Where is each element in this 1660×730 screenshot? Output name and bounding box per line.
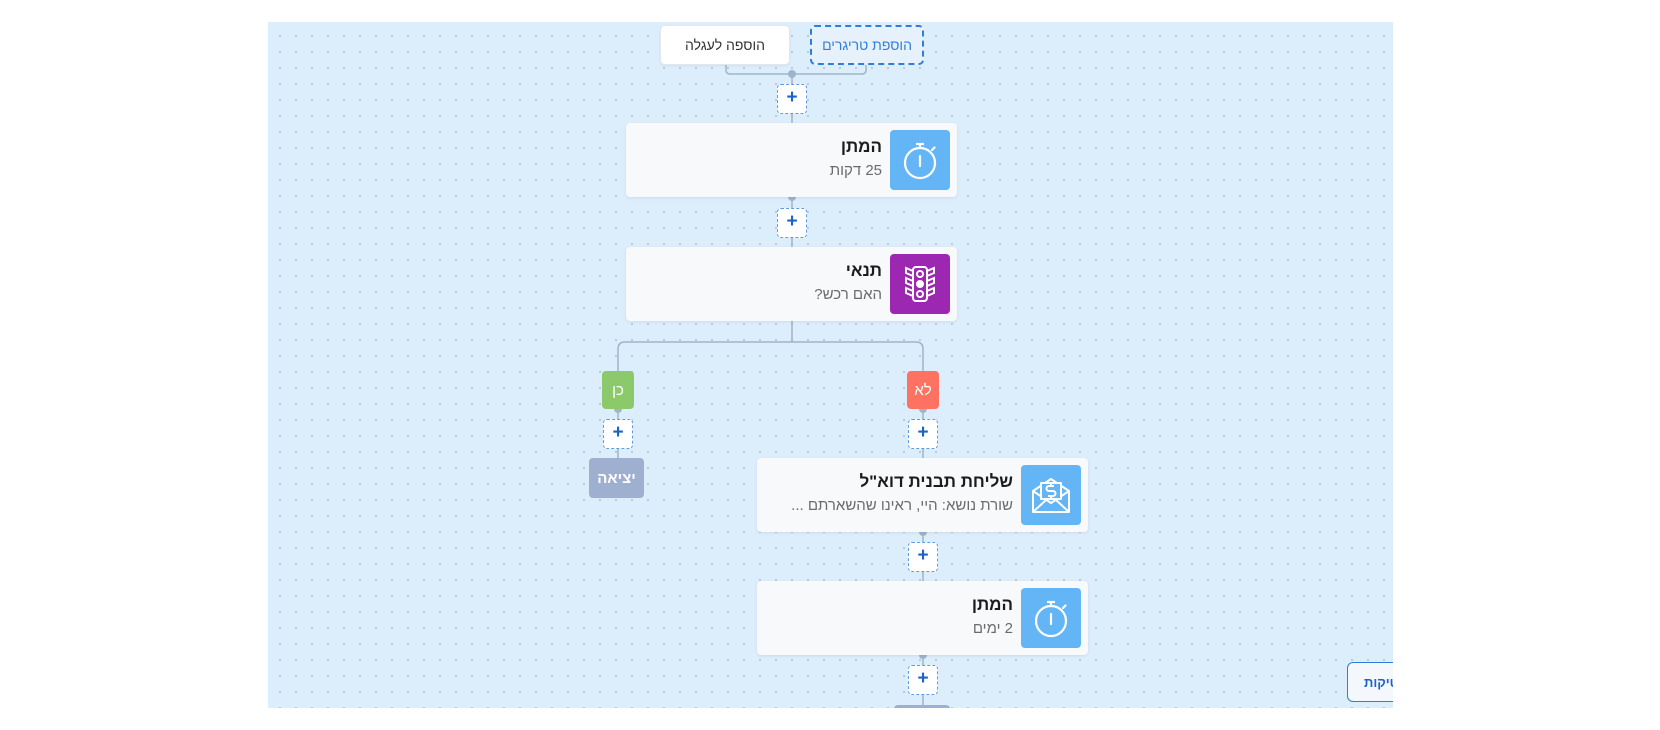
node-title: המתן — [840, 137, 882, 156]
exit-node[interactable]: יציאה — [589, 458, 644, 498]
branch-label-yes: כן — [602, 371, 634, 409]
send-email-template-node[interactable]: שליחת תבנית דוא"ל שורת נושא: היי, ראינו … — [757, 458, 1088, 532]
add-step-button[interactable]: + — [908, 542, 938, 572]
branch-label-no: לא — [907, 371, 939, 409]
email-money-icon — [1021, 465, 1081, 525]
automation-canvas[interactable]: הוספה לעגלה הוספת טריגרים + + + + + + המ… — [268, 22, 1393, 708]
condition-node[interactable]: תנאי האם רכש? — [626, 247, 957, 321]
wait-node[interactable]: המתן 2 ימים — [757, 581, 1088, 655]
node-title: תנאי — [845, 261, 882, 280]
wait-node[interactable]: המתן 25 דקות — [626, 123, 957, 197]
statistics-button-label: טיקות — [1364, 674, 1393, 690]
trigger-add-to-cart[interactable]: הוספה לעגלה — [660, 25, 790, 65]
node-title: המתן — [971, 595, 1013, 614]
node-subtitle: שורת נושא: היי, ראינו שהשארתם ... — [791, 497, 1013, 514]
node-title: שליחת תבנית דוא"ל — [859, 472, 1013, 491]
add-step-button[interactable]: + — [908, 665, 938, 695]
add-step-button[interactable]: + — [777, 84, 807, 114]
statistics-button[interactable]: טיקות — [1347, 662, 1393, 702]
trigger-add-to-cart-label: הוספה לעגלה — [685, 37, 765, 53]
node-subtitle: 25 דקות — [829, 162, 882, 179]
add-step-button-no-branch[interactable]: + — [908, 419, 938, 449]
node-subtitle: האם רכש? — [814, 286, 882, 303]
traffic-light-icon — [890, 254, 950, 314]
add-triggers-label: הוספת טריגרים — [822, 37, 912, 53]
add-step-button[interactable]: + — [777, 208, 807, 238]
add-triggers-button[interactable]: הוספת טריגרים — [810, 25, 924, 65]
next-node-partial[interactable] — [894, 705, 950, 708]
node-subtitle: 2 ימים — [972, 620, 1013, 637]
stopwatch-icon — [890, 130, 950, 190]
stopwatch-icon — [1021, 588, 1081, 648]
add-step-button-yes-branch[interactable]: + — [603, 419, 633, 449]
